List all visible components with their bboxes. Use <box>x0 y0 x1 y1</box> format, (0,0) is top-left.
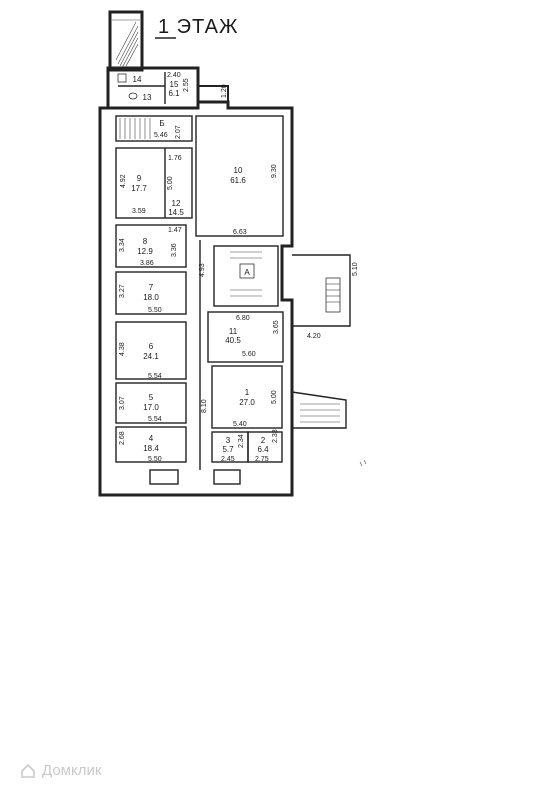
room-labels: 1 27.0 2 6.4 3 5.7 4 18.4 5 17.0 6 24.1 … <box>131 75 269 454</box>
room-4-outline <box>115 426 187 463</box>
room-label: 5 <box>149 393 154 402</box>
room-label: 14 <box>133 75 142 84</box>
dimension-label: 3.59 <box>132 208 146 215</box>
building-outline <box>98 100 294 497</box>
dimension-label: 3.36 <box>171 243 178 257</box>
dimension-label: 8.10 <box>201 399 208 413</box>
dimension-label: 5.50 <box>148 456 162 463</box>
room-label: 7 <box>149 283 154 292</box>
plan-title: 1 ЭТАЖ <box>158 16 238 38</box>
room-label: 15 <box>170 80 179 89</box>
dimension-label: 2.40 <box>167 72 181 79</box>
room-label: 4 <box>149 434 154 443</box>
room-area: 6.4 <box>257 445 269 454</box>
room-area: 61.6 <box>230 176 246 185</box>
dimension-label: 5.60 <box>242 351 256 358</box>
dimension-label: 2.33 <box>272 429 279 443</box>
dimension-label: 2.07 <box>175 125 182 139</box>
dimension-label: 9.30 <box>271 164 278 178</box>
room-label: 2 <box>261 436 266 445</box>
room-7-outline <box>115 271 187 315</box>
dimension-label: 5.46 <box>154 132 168 139</box>
room-area: 18.4 <box>143 444 159 453</box>
dimension-label: 2.75 <box>255 456 269 463</box>
dimension-label: 3.86 <box>140 260 154 267</box>
dimension-label: 2.34 <box>238 434 245 448</box>
room-label: А <box>244 268 250 277</box>
room-area: 6.1 <box>168 89 180 98</box>
dimension-label: 5.40 <box>233 421 247 428</box>
dimension-label: 4.93 <box>199 263 206 277</box>
house-logo-icon <box>21 763 35 778</box>
room-1-outline <box>211 365 283 429</box>
room-10-outline <box>195 115 284 237</box>
room-area: 12.9 <box>137 247 153 256</box>
stair-a <box>213 245 279 307</box>
room-label: 6 <box>149 342 154 351</box>
dimension-label: 5.54 <box>148 373 162 380</box>
room-area: 40.5 <box>225 336 241 345</box>
dimension-label: 4.20 <box>307 333 321 340</box>
dimension-label: 1.20 <box>221 84 228 98</box>
dimension-label: 5.00 <box>167 176 174 190</box>
dimension-label: 2.45 <box>221 456 235 463</box>
dimension-label: 5.54 <box>148 416 162 423</box>
room-label: 12 <box>172 199 181 208</box>
stair-b <box>115 115 193 142</box>
room-label: 13 <box>143 93 152 102</box>
room-label: 1 <box>245 388 250 397</box>
room-label: Б <box>159 119 164 128</box>
room-area: 17.0 <box>143 403 159 412</box>
dimension-label: 3.27 <box>119 284 126 298</box>
room-area: 27.0 <box>239 398 255 407</box>
room-area: 24.1 <box>143 352 159 361</box>
room-area: 5.7 <box>222 445 234 454</box>
dimension-label: 6.80 <box>236 315 250 322</box>
room-label: 11 <box>229 327 238 336</box>
dimension-label: 1.76 <box>168 155 182 162</box>
room-area: 14.5 <box>168 208 184 217</box>
external-stair <box>291 391 347 429</box>
dimension-label: 5.10 <box>352 262 359 276</box>
dimension-label: 5.50 <box>148 307 162 314</box>
watermark-text: Домклик <box>42 762 102 779</box>
dimension-label: 3.34 <box>119 238 126 252</box>
dimension-label: 2.68 <box>119 431 126 445</box>
room-area: 17.7 <box>131 184 147 193</box>
dimension-label: 5.00 <box>271 390 278 404</box>
right-annex <box>292 254 351 327</box>
dimension-label: 6.63 <box>233 229 247 236</box>
room-label: 3 <box>226 436 231 445</box>
dimension-label: 4.38 <box>119 342 126 356</box>
watermark: Домклик <box>20 762 101 779</box>
room-9-outline <box>115 147 193 219</box>
dimension-label: 3.07 <box>119 396 126 410</box>
room-6-outline <box>115 321 187 380</box>
room-2-outline <box>247 431 283 463</box>
room-5-outline <box>115 382 187 424</box>
dimension-label: 1.47 <box>168 227 182 234</box>
room-label: 8 <box>143 237 148 246</box>
top-stair-tower <box>108 10 144 72</box>
dimension-labels: 2.40 2.55 1.20 2.07 5.46 1.76 9.30 4.92 … <box>119 72 359 463</box>
room-area: 18.0 <box>143 293 159 302</box>
dimension-label: 2.55 <box>183 78 190 92</box>
room-label: 9 <box>137 174 142 183</box>
room-11-outline <box>207 311 284 363</box>
dimension-label: 4.92 <box>120 174 127 188</box>
dimension-label: 3.65 <box>273 320 280 334</box>
room-8-outline <box>115 224 187 268</box>
room-label: 10 <box>234 166 243 175</box>
